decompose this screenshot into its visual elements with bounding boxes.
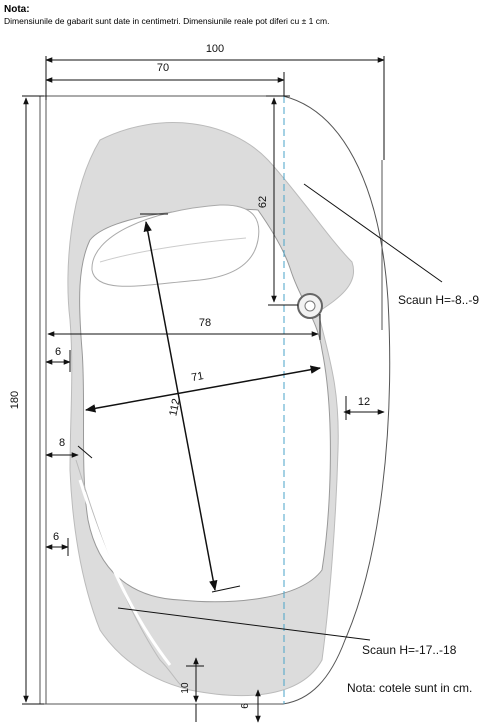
dim-basin-width: 71 <box>190 370 204 384</box>
dim-height-total: 180 <box>9 391 21 409</box>
footer-note: Nota: cotele sunt in cm. <box>347 681 472 695</box>
seat-lower-leader <box>117 607 371 641</box>
lower-seat-edge <box>75 459 191 691</box>
dim-bottom-right: 6 <box>240 703 251 709</box>
note-text: Dimensiunile de gabarit sunt date in cen… <box>4 16 330 26</box>
seat-lower-label: Scaun H=-17..-18 <box>362 643 457 657</box>
note-block: Nota: Dimensiunile de gabarit sunt date … <box>4 4 329 27</box>
seat-upper-leader <box>303 183 443 283</box>
dim-left-rim-lower: 6 <box>53 531 59 543</box>
dim-left-rim-mid: 8 <box>59 437 65 449</box>
dim-right-rim: 12 <box>358 396 370 408</box>
dim-drain-horizontal: 78 <box>199 317 211 329</box>
dim-width-total: 100 <box>206 43 224 55</box>
dim-left-rim-upper: 6 <box>55 346 61 358</box>
dim-bottom-rim: 10 <box>180 682 191 694</box>
dim-top-to-drain: 62 <box>257 196 269 208</box>
seat-upper-label: Scaun H=-8..-9 <box>398 293 479 307</box>
drain-inner <box>304 300 316 312</box>
note-title: Nota: <box>4 4 30 15</box>
dim-width-inner: 70 <box>157 62 169 74</box>
